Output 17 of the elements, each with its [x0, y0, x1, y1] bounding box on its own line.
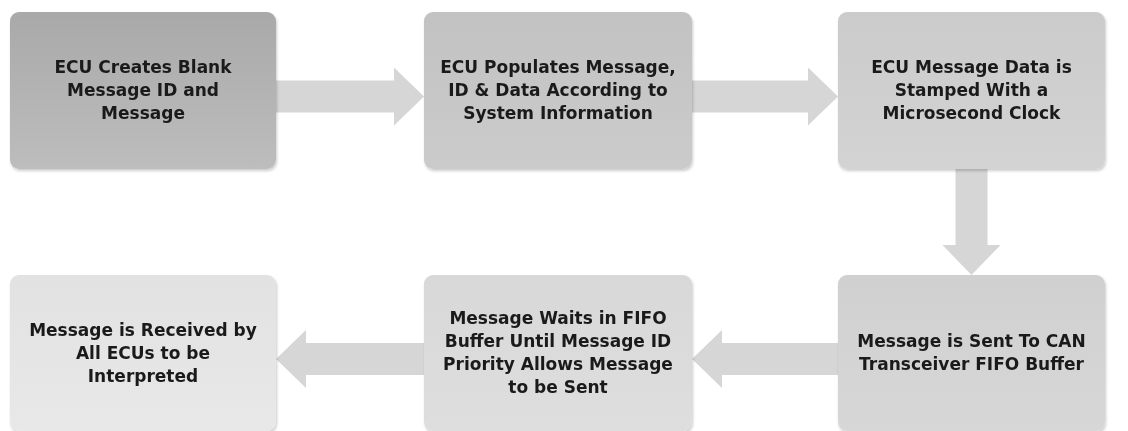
block-arrow: [942, 169, 1001, 275]
step-text: ECU Message Data is Stamped With a Microsecond Clock: [870, 56, 1073, 125]
block-arrow: [692, 330, 838, 388]
step-text: Message is Received by All ECUs to be Interpreted: [28, 318, 258, 388]
process-box: [10, 12, 276, 169]
step-text: ECU Populates Message, ID & Data According to System Information: [439, 56, 677, 125]
process-box: [838, 12, 1105, 169]
step-text: Message is Sent To CAN Transceiver FIFO Buffer: [856, 330, 1087, 376]
block-arrow: [276, 330, 424, 388]
process-box: [424, 275, 692, 431]
process-box: [838, 275, 1105, 431]
step-text: Message Waits in FIFO Buffer Until Message ID Priority Allows Message to be Sent: [442, 307, 674, 399]
block-arrow: [276, 67, 424, 126]
process-box: [424, 12, 692, 169]
process-box: [10, 275, 276, 431]
step-text: ECU Creates Blank Message ID and Message: [53, 56, 233, 125]
block-arrow: [692, 67, 838, 126]
